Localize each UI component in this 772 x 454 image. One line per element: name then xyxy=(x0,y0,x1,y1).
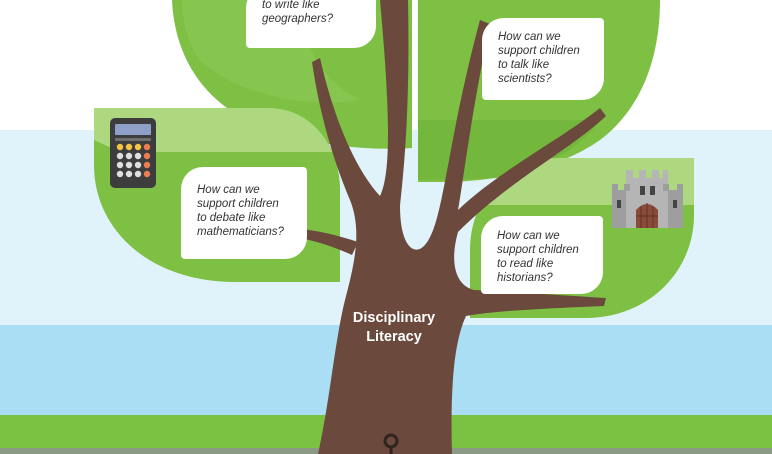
callout-line: to write like xyxy=(262,0,320,11)
callout-line: How can we xyxy=(498,31,561,43)
callout-line: How can we xyxy=(497,230,560,242)
callout-line: support children xyxy=(197,198,279,210)
callout-line: to read like xyxy=(497,258,554,270)
callout-line: geographers? xyxy=(262,13,333,25)
callout-line: mathematicians? xyxy=(197,226,284,238)
trunk-label-line: Literacy xyxy=(366,329,422,345)
callout-line: support children xyxy=(497,244,579,256)
tree-trunk xyxy=(290,0,606,454)
root-marker-icon xyxy=(383,433,399,454)
callout-line: to debate like xyxy=(197,212,266,224)
callout-line: support children xyxy=(498,45,580,57)
callout-mathematicians: How can we support children to debate li… xyxy=(181,167,307,259)
trunk-label-line: Disciplinary xyxy=(352,310,436,326)
callout-geographers: to write like geographers? xyxy=(246,0,376,48)
callout-line: How can we xyxy=(197,184,260,196)
castle-icon xyxy=(612,170,683,228)
callout-line: historians? xyxy=(497,272,553,284)
trunk-label: Disciplinary Literacy xyxy=(330,309,458,347)
callout-line: scientists? xyxy=(498,73,552,85)
calculator-icon xyxy=(110,118,156,188)
callout-historians: How can we support children to read like… xyxy=(481,216,603,294)
callout-line: to talk like xyxy=(498,59,550,71)
callout-scientists: How can we support children to talk like… xyxy=(482,18,604,100)
